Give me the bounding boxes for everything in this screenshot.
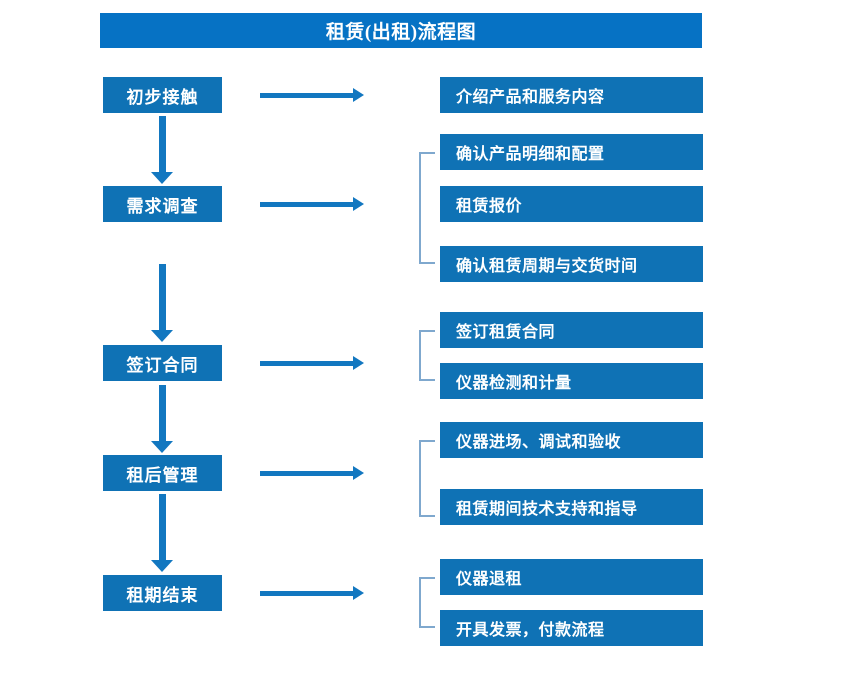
detail-box-g1-1[interactable]: 介绍产品和服务内容 — [440, 77, 703, 113]
vertical-arrow-3-4 — [151, 385, 173, 453]
vertical-arrow-4-5 — [151, 494, 173, 572]
detail-box-g2-2[interactable]: 租赁报价 — [440, 186, 703, 222]
detail-label-g5-1: 仪器退租 — [456, 571, 523, 588]
arrow-shaft — [159, 116, 166, 172]
bracket-group-5 — [419, 577, 435, 628]
stage-label-4: 租后管理 — [126, 465, 199, 485]
stage-box-3[interactable]: 签订合同 — [103, 345, 222, 381]
detail-label-g2-3: 确认租赁周期与交货时间 — [456, 258, 638, 275]
bracket-group-3 — [419, 330, 435, 381]
arrow-shaft — [260, 471, 353, 476]
arrow-shaft — [260, 591, 353, 596]
vertical-arrow-1-2 — [151, 116, 173, 184]
horizontal-arrow-4 — [260, 466, 364, 480]
horizontal-arrow-3 — [260, 356, 364, 370]
arrow-head — [151, 560, 173, 572]
detail-label-g4-2: 租赁期间技术支持和指导 — [456, 501, 638, 518]
arrow-shaft — [159, 385, 166, 441]
arrow-shaft — [159, 494, 166, 560]
stage-label-3: 签订合同 — [126, 355, 199, 375]
arrow-shaft — [260, 202, 353, 207]
chart-title-bar: 租赁(出租)流程图 — [100, 13, 702, 48]
detail-label-g5-2: 开具发票，付款流程 — [456, 622, 605, 639]
horizontal-arrow-1 — [260, 88, 364, 102]
stage-box-1[interactable]: 初步接触 — [103, 77, 222, 113]
detail-box-g4-2[interactable]: 租赁期间技术支持和指导 — [440, 489, 703, 525]
bracket-group-2 — [419, 152, 435, 264]
vertical-arrow-2-3 — [151, 264, 173, 342]
chart-title: 租赁(出租)流程图 — [325, 22, 477, 43]
arrow-head — [353, 197, 364, 211]
detail-label-g2-2: 租赁报价 — [456, 198, 523, 215]
stage-box-4[interactable]: 租后管理 — [103, 455, 222, 491]
arrow-head — [353, 586, 364, 600]
arrow-shaft — [159, 264, 166, 330]
arrow-shaft — [260, 93, 353, 98]
arrow-head — [151, 441, 173, 453]
detail-label-g1-1: 介绍产品和服务内容 — [456, 89, 605, 106]
detail-label-g3-1: 签订租赁合同 — [456, 324, 556, 341]
detail-box-g3-1[interactable]: 签订租赁合同 — [440, 312, 703, 348]
stage-label-1: 初步接触 — [126, 87, 199, 107]
arrow-shaft — [260, 361, 353, 366]
detail-label-g3-2: 仪器检测和计量 — [456, 375, 572, 392]
detail-box-g5-1[interactable]: 仪器退租 — [440, 559, 703, 595]
detail-box-g2-1[interactable]: 确认产品明细和配置 — [440, 134, 703, 170]
detail-box-g2-3[interactable]: 确认租赁周期与交货时间 — [440, 246, 703, 282]
arrow-head — [151, 172, 173, 184]
detail-label-g2-1: 确认产品明细和配置 — [456, 146, 605, 163]
detail-box-g4-1[interactable]: 仪器进场、调试和验收 — [440, 422, 703, 458]
arrow-head — [353, 466, 364, 480]
detail-label-g4-1: 仪器进场、调试和验收 — [456, 434, 622, 451]
stage-label-2: 需求调查 — [126, 196, 199, 216]
stage-box-2[interactable]: 需求调查 — [103, 186, 222, 222]
arrow-head — [353, 88, 364, 102]
stage-label-5: 租期结束 — [126, 585, 199, 605]
detail-box-g5-2[interactable]: 开具发票，付款流程 — [440, 610, 703, 646]
arrow-head — [353, 356, 364, 370]
stage-box-5[interactable]: 租期结束 — [103, 575, 222, 611]
detail-box-g3-2[interactable]: 仪器检测和计量 — [440, 363, 703, 399]
bracket-group-4 — [419, 440, 435, 517]
arrow-head — [151, 330, 173, 342]
horizontal-arrow-2 — [260, 197, 364, 211]
horizontal-arrow-5 — [260, 586, 364, 600]
